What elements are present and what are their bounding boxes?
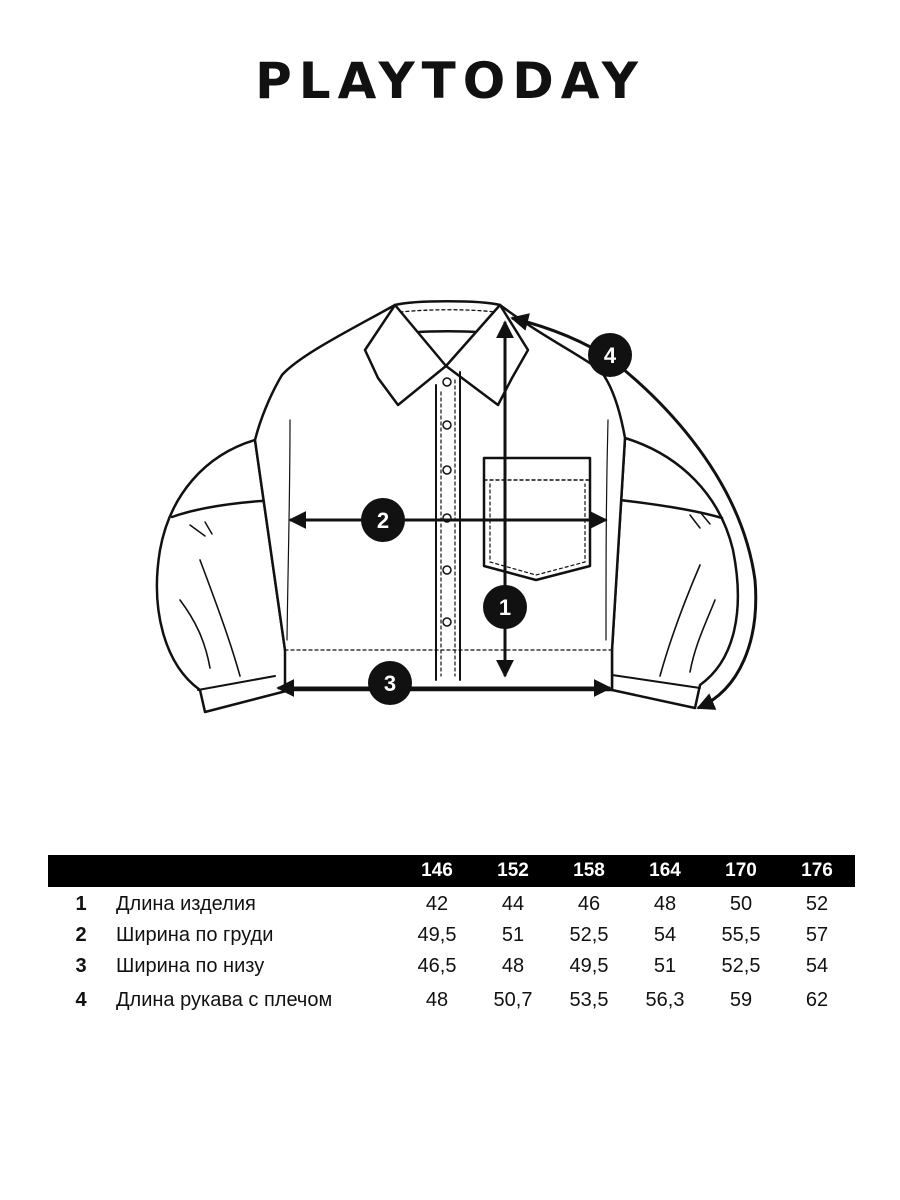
header-blank-name [114, 855, 399, 887]
cell-value: 53,5 [569, 988, 609, 1011]
cell-value: 49,5 [417, 924, 457, 946]
cell-value: 55,5 [721, 924, 761, 946]
cell-value: 50 [729, 893, 753, 915]
cell-value: 46,5 [417, 955, 457, 977]
marker-2: 2 [361, 498, 405, 542]
svg-text:1: 1 [499, 595, 511, 620]
cell-value: 46 [577, 893, 601, 915]
cell-value: 44 [501, 893, 525, 915]
size-146: 146 [399, 855, 475, 887]
cell-value: 54 [805, 955, 829, 977]
marker-4: 4 [588, 333, 632, 377]
cell-value: 49,5 [569, 955, 609, 977]
row-number: 4 [75, 988, 87, 1011]
table-row: 1 Длина изделия 42 44 46 48 50 52 [48, 887, 855, 920]
cell-value: 42 [425, 893, 449, 915]
row-label: Ширина по низу [116, 955, 265, 977]
shirt-outline [155, 300, 740, 714]
svg-text:4: 4 [604, 343, 617, 368]
table-row: 2 Ширина по груди 49,5 51 52,5 54 55,5 5… [48, 920, 855, 951]
size-152: 152 [475, 855, 551, 887]
marker-3: 3 [368, 661, 412, 705]
size-158: 158 [551, 855, 627, 887]
cell-value: 52,5 [721, 955, 761, 977]
shirt-diagram: 1 2 3 4 [155, 300, 758, 714]
cell-value: 48 [501, 955, 525, 977]
header-blank-num [48, 855, 114, 887]
table-row: 3 Ширина по низу 46,5 48 49,5 51 52,5 54 [48, 951, 855, 982]
cell-value: 62 [805, 988, 829, 1011]
size-164: 164 [627, 855, 703, 887]
cell-value: 52,5 [569, 924, 609, 946]
marker-1: 1 [483, 585, 527, 629]
size-170: 170 [703, 855, 779, 887]
svg-text:3: 3 [384, 671, 396, 696]
row-label: Длина рукава с плечом [116, 988, 333, 1011]
cell-value: 50,7 [493, 988, 533, 1011]
row-number: 2 [75, 924, 87, 946]
cell-value: 52 [805, 893, 829, 915]
cell-value: 57 [805, 924, 829, 946]
row-number: 3 [75, 955, 87, 977]
cell-value: 54 [653, 924, 677, 946]
row-label: Длина изделия [116, 893, 256, 915]
cell-value: 48 [653, 893, 677, 915]
cell-value: 51 [501, 924, 525, 946]
svg-text:2: 2 [377, 508, 389, 533]
cell-value: 48 [425, 988, 449, 1011]
brand-logo: PLAYTODAY [255, 52, 645, 110]
size-header-row: 146 152 158 164 170 176 [48, 855, 855, 887]
size-table: 146 152 158 164 170 176 1 Длина изделия … [48, 855, 855, 1018]
row-number: 1 [75, 893, 87, 915]
row-label: Ширина по груди [116, 924, 274, 946]
table-row: 4 Длина рукава с плечом 48 50,7 53,5 56,… [48, 982, 855, 1018]
cell-value: 51 [653, 955, 677, 977]
size-176: 176 [779, 855, 855, 887]
cell-value: 59 [729, 988, 753, 1011]
cell-value: 56,3 [645, 988, 685, 1011]
